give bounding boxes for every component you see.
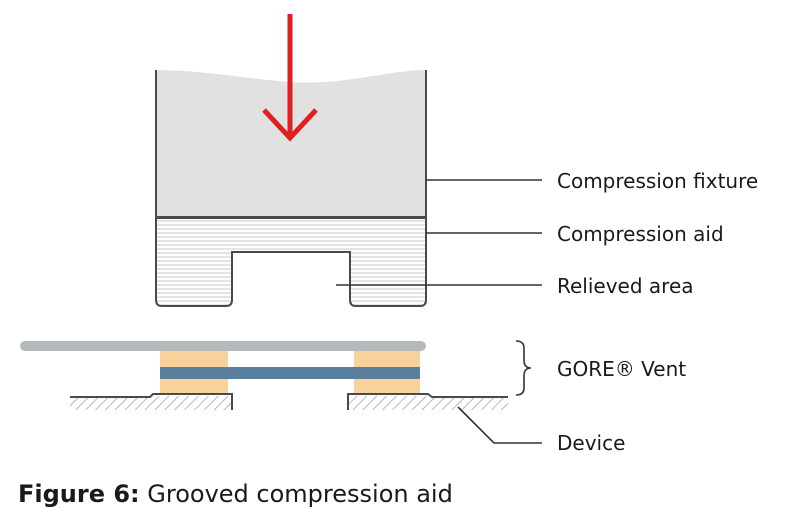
device-surface-right — [347, 393, 508, 410]
vent-adhesive-right-top — [354, 351, 420, 368]
vent-adhesive-left-bottom — [160, 379, 228, 395]
label-relieved-area: Relieved area — [557, 274, 694, 298]
figure-caption: Figure 6: Grooved compression aid — [18, 480, 453, 508]
vent-adhesive-left-top — [160, 351, 228, 368]
label-device: Device — [557, 431, 625, 455]
label-compression-fixture: Compression fixture — [557, 169, 758, 193]
device-surface-left — [70, 393, 233, 410]
force-arrow-icon — [262, 14, 318, 142]
device-left — [70, 396, 232, 410]
compression-aid — [155, 217, 427, 307]
leader-lines — [336, 179, 542, 444]
device — [70, 393, 508, 410]
leader-device — [457, 406, 542, 444]
device-right — [348, 396, 508, 410]
label-compression-aid: Compression aid — [557, 222, 724, 246]
vent-membrane — [160, 367, 420, 379]
figure-caption-text: Grooved compression aid — [139, 480, 453, 508]
gore-vent-brace — [515, 340, 532, 396]
compression-fixture — [156, 70, 426, 217]
vent-adhesive-right-bottom — [354, 379, 420, 395]
figure-caption-prefix: Figure 6: — [18, 480, 140, 508]
label-gore-vent: GORE® Vent — [557, 357, 686, 381]
vent-top-layer — [20, 341, 426, 351]
compression-diagram: Compression fixture Compression aid Reli… — [20, 14, 758, 455]
gore-vent — [20, 341, 426, 395]
